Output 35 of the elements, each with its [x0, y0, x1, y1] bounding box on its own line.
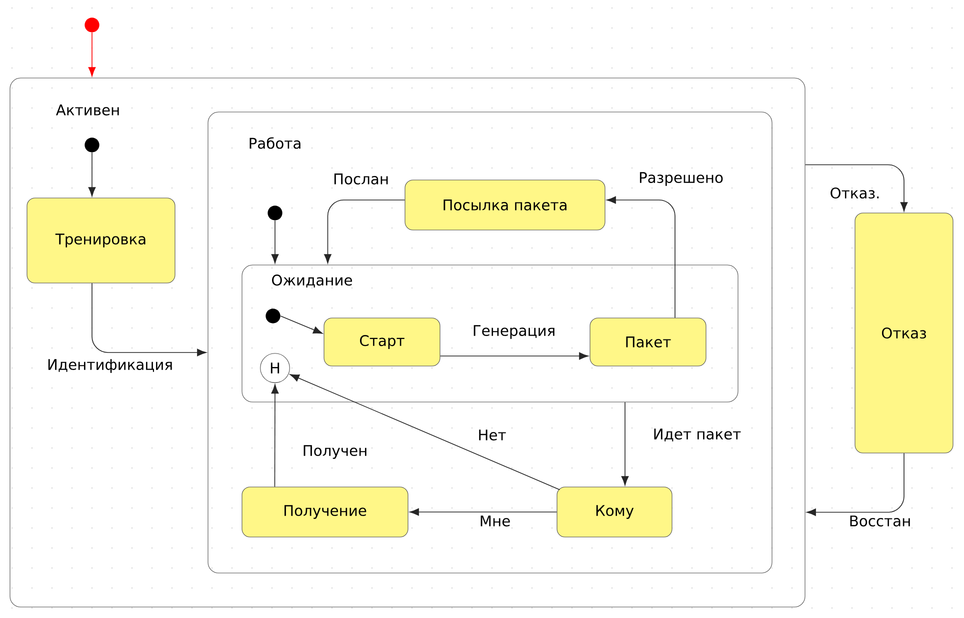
arrow: [324, 200, 406, 264]
state-box: Получение: [242, 486, 408, 538]
arrow: [804, 164, 908, 212]
arrow: [621, 402, 629, 486]
arrow: [271, 384, 279, 488]
edge-label: Мне: [480, 516, 510, 526]
edge-label: Нет: [479, 430, 506, 440]
state-box: Посылка пакета: [404, 180, 606, 230]
state-dot: [268, 206, 282, 220]
edge-label: Генерация: [474, 325, 554, 339]
edge-label: Идет пакет: [654, 428, 741, 442]
edge-label: Разрешено: [640, 172, 723, 186]
state-box: Старт: [324, 318, 440, 366]
arrow: [271, 220, 279, 264]
state-dot: [84, 138, 100, 152]
arrow: [806, 452, 904, 516]
arrow: [88, 32, 96, 76]
edge-label: Восстан: [850, 516, 910, 526]
state-box: Отказ: [854, 212, 954, 454]
state-box: Тренировка: [26, 198, 176, 284]
edge-label: Отказ.: [830, 187, 879, 199]
arrow: [606, 196, 676, 318]
arrow: [92, 282, 206, 356]
arrow: [440, 352, 588, 360]
state-dot: [266, 308, 280, 324]
arrow: [290, 374, 560, 490]
arrow: [88, 152, 96, 196]
arrow: [410, 508, 558, 516]
edge-label: Послан: [334, 174, 388, 184]
edge-label: Идентификация: [48, 359, 172, 373]
arrow: [280, 316, 323, 334]
state-box: Кому: [556, 486, 672, 538]
edge-label: Получен: [304, 445, 366, 459]
state-box: Пакет: [590, 318, 706, 366]
state-dot: [84, 18, 100, 32]
